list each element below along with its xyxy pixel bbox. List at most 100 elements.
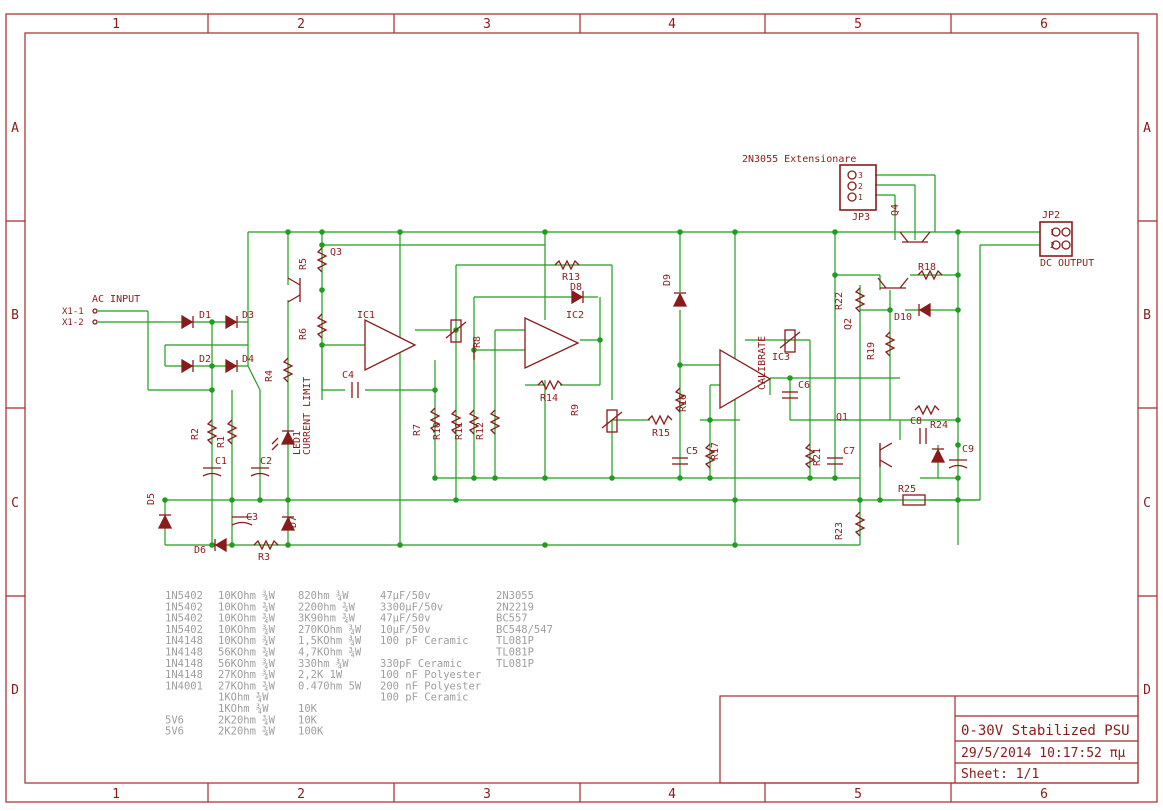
label-r5: R5 [298,258,309,270]
resistor-r5 [316,247,328,273]
diode-d2 [181,358,194,374]
col-label-bottom-3: 3 [483,787,491,802]
label-r12: R12 [475,422,486,440]
label-jp2: JP2 [1042,210,1060,221]
bom-entry: 330pF Ceramic [380,658,462,670]
bom-entry: 5V6 [165,726,184,738]
col-label-bottom-1: 1 [112,787,120,802]
label-x1-2: X1-2 [62,318,84,328]
resistor-r19 [884,331,896,357]
col-label-top-2: 2 [297,17,305,32]
bom-entry: 2N3055 [496,590,534,602]
diode-d10 [918,302,931,318]
diode-d6 [214,537,227,553]
cap-c9 [948,459,968,469]
resistor-r2 [206,419,218,445]
label-ic2: IC2 [566,310,584,321]
diode-d8 [571,289,584,305]
bom-entry: 100 pF Ceramic [380,635,469,647]
bom-entry: 100 nF Polyester [380,669,481,681]
bom-entry: 10KOhm ¾W [218,601,276,613]
bom-entry: 1N4148 [165,658,203,670]
pot-r9 [606,409,618,433]
label-c2: C2 [260,456,272,467]
label-c9: C9 [962,444,974,455]
resistor-r3 [253,539,279,551]
bom-entry: BC548/547 [496,624,553,636]
label-d8: D8 [570,282,582,293]
resistor-r13 [554,259,580,271]
components [92,164,1073,553]
bom-entry: 2N2219 [496,601,534,613]
bom-entry: BC557 [496,613,528,625]
resistor-r7 [429,407,441,433]
transistor-q4 [899,231,931,243]
label-r13: R13 [562,272,580,283]
bom-entry: 10KOhm ¾W [218,590,276,602]
transistor-q3 [287,277,301,303]
bom-entry: 56KOhm ¾W [218,647,276,659]
label-d9: D9 [662,274,673,286]
resistor-r12 [489,409,501,435]
transistor-q2 [877,277,909,289]
bom-entry: 2K20hm ¾W [218,726,276,738]
label-jp2-pin2: 2 [1050,241,1055,250]
resistor-r25 [902,494,926,506]
label-ic1: IC1 [357,310,375,321]
label-c1: C1 [215,456,227,467]
bom-entry: 10KOhm ¾W [218,635,276,647]
label-r2: R2 [190,428,201,440]
resistor-r10 [450,409,462,435]
bom-entry: 100K [298,726,324,738]
diode-d9 [672,292,688,307]
bom-entry: 2K20hm ¾W [218,714,276,726]
col-label-top-3: 3 [483,17,491,32]
label-calibrate: CALIBRATE [757,336,768,390]
resistor-r14 [537,379,563,391]
cap-c4 [351,382,359,398]
frame-labels: 1 2 3 4 5 6 1 2 3 4 5 6 A B C D A B C D [11,17,1151,802]
label-c5: C5 [686,446,698,457]
sheet-number: Sheet: 1/1 [961,767,1039,782]
label-jp3: JP3 [852,212,870,223]
bom-entry: 1KOhm ¾W [218,692,269,704]
bom-entry: 100 pF Ceramic [380,692,469,704]
label-r24: R24 [930,420,948,431]
resistor-r1 [226,419,238,445]
title-block: 0-30V Stabilized PSU 29/5/2014 10:17:52 … [719,695,1139,784]
label-r1: R1 [216,436,227,448]
label-r15: R15 [652,428,670,439]
col-label-top-4: 4 [668,17,676,32]
label-q4: Q4 [890,204,901,216]
label-d1: D1 [199,310,211,321]
row-label-right-d: D [1143,683,1151,698]
bom-entry: 1N4148 [165,647,203,659]
led-1 [271,430,296,451]
label-current-limit: CURRENT LIMIT [302,377,313,455]
label-d4: D4 [242,354,254,365]
bom-entry: 200 nF Polyester [380,680,481,692]
col-label-bottom-5: 5 [854,787,862,802]
bom-entry: 1N5402 [165,613,203,625]
sheet-frame [5,13,1158,803]
resistor-r17 [704,443,716,469]
col-label-bottom-2: 2 [297,787,305,802]
bom-entry: 10μF/50v [380,624,431,636]
cap-c8 [919,428,927,444]
bom-entry: 10KOhm ¾W [218,624,276,636]
bom-entry: 1N4001 [165,680,203,692]
connector-jp2 [1039,221,1073,257]
bom-entry: 2200hm ¾W [298,601,356,613]
label-jp3-pin2: 2 [858,182,863,191]
label-r10: R10 [432,422,443,440]
diode-d7 [280,516,296,531]
cap-c5 [672,457,688,465]
label-d3: D3 [242,310,254,321]
label-d7: D7 [288,516,299,528]
row-label-right-c: C [1143,496,1151,511]
transistor-q1 [879,442,893,468]
label-x1-1: X1-1 [62,307,84,317]
diode-d1 [181,314,194,330]
opamp-ic3 [719,348,772,410]
bom-entry: 56KOhm ¾W [218,658,276,670]
